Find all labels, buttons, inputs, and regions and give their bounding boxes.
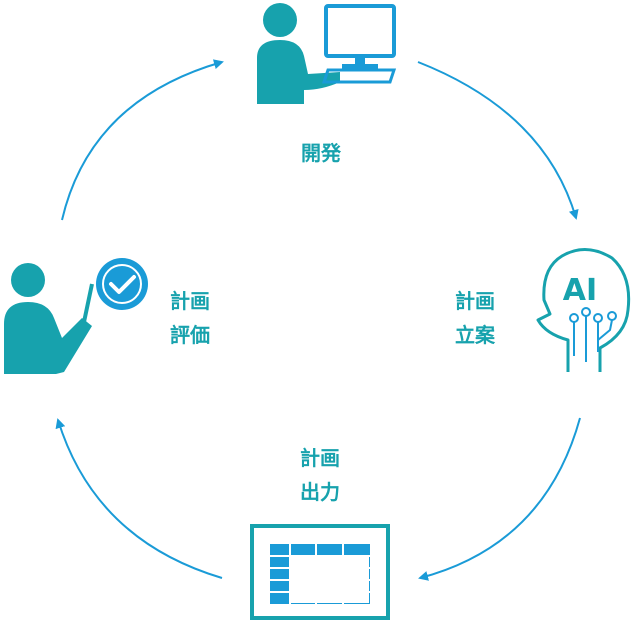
- cycle-arrows: [55, 59, 581, 581]
- output-label-line2: 出力: [300, 480, 340, 504]
- evaluate-label-line1: 計画: [170, 289, 210, 313]
- developer-at-computer-icon: [257, 3, 397, 104]
- ai-head-icon: AI: [536, 248, 631, 372]
- arrow-plan-to-output: [418, 417, 581, 581]
- develop-label: 開発: [301, 141, 342, 165]
- spreadsheet-table-icon: [250, 524, 390, 620]
- plan-label-line2: 立案: [455, 323, 496, 347]
- presenter-check-icon: [4, 258, 148, 374]
- plan-label-line1: 計画: [455, 289, 495, 313]
- output-label-line1: 計画: [300, 446, 340, 470]
- svg-text:AI: AI: [563, 273, 597, 308]
- arrow-develop-to-plan: [417, 61, 579, 220]
- evaluate-label-line2: 評価: [170, 323, 210, 347]
- arrow-output-to-evaluate: [55, 418, 223, 579]
- arrow-evaluate-to-develop: [61, 59, 224, 221]
